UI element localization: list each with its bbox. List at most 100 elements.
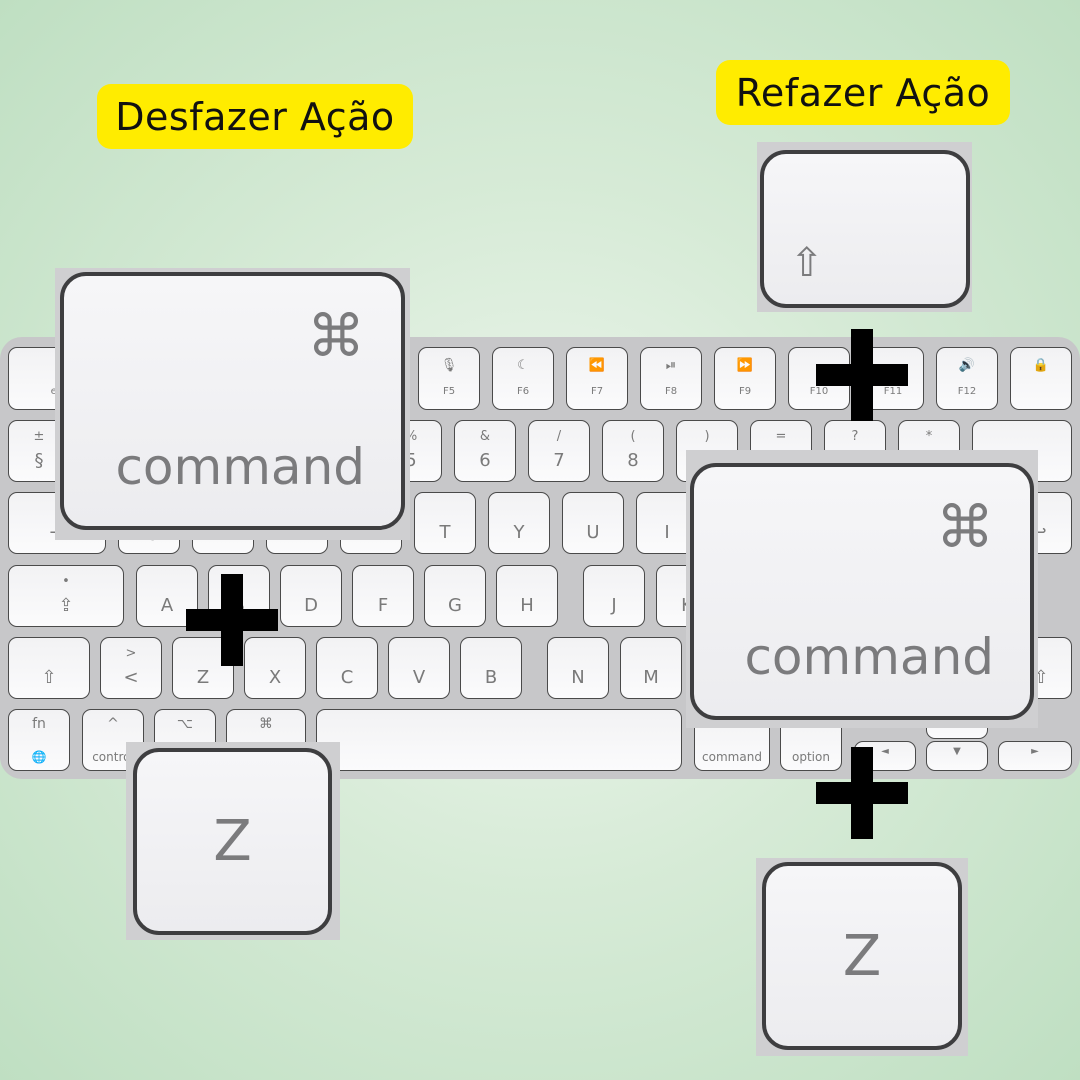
key[interactable]: V xyxy=(388,637,450,699)
key-label: 7 xyxy=(553,450,565,471)
key-label: V xyxy=(412,667,426,688)
key[interactable]: 🎙 F5 xyxy=(418,347,480,410)
key-label: C xyxy=(340,667,354,688)
key-label: ► xyxy=(1031,746,1039,757)
key-sublabel: 🔊 xyxy=(958,358,976,373)
key-label: F9 xyxy=(738,386,752,397)
undo-label: Desfazer Ação xyxy=(97,84,413,149)
plus-icon xyxy=(186,574,278,666)
key-sublabel: 🔒 xyxy=(1032,358,1050,373)
key-sublabel: ⏯ xyxy=(665,358,677,373)
key-sublabel: ( xyxy=(630,429,636,444)
key-label: < xyxy=(123,667,139,688)
command-key-label: command xyxy=(744,628,994,686)
key[interactable]: ► xyxy=(998,741,1072,771)
key-sublabel: ⌘ xyxy=(259,716,273,732)
key[interactable]: >< xyxy=(100,637,162,699)
key-label: M xyxy=(643,667,659,688)
z-key-label: Z xyxy=(842,923,882,989)
key[interactable]: ⏪ F7 xyxy=(566,347,628,410)
key-sublabel: ⏪ xyxy=(588,358,606,373)
shift-icon: ⇧ xyxy=(790,240,824,286)
key-label: 8 xyxy=(627,450,639,471)
big-shift-key: ⇧ xyxy=(760,150,970,308)
key-label: Z xyxy=(196,667,210,688)
key-sublabel: & xyxy=(479,429,491,444)
key[interactable]: •⇪ xyxy=(8,565,124,627)
key-label: U xyxy=(586,522,600,543)
key-sublabel: ? xyxy=(851,429,859,444)
key[interactable]: J xyxy=(583,565,645,627)
key[interactable]: T xyxy=(414,492,476,554)
key-sublabel: = xyxy=(775,429,787,444)
key[interactable]: D xyxy=(280,565,342,627)
key-label: B xyxy=(484,667,498,688)
command-icon: ⌘ xyxy=(307,302,365,370)
key-sublabel: 🎙 xyxy=(440,358,458,373)
key-label: F11 xyxy=(883,386,903,397)
key-label: F xyxy=(377,595,389,616)
key-label: F12 xyxy=(957,386,977,397)
key-label: J xyxy=(611,595,617,616)
key-label: A xyxy=(160,595,174,616)
big-z-key-redo: Z xyxy=(762,862,962,1050)
key-label: F6 xyxy=(516,386,530,397)
key[interactable]: ⏯ F8 xyxy=(640,347,702,410)
key[interactable]: Z xyxy=(172,637,234,699)
key[interactable]: ☾ F6 xyxy=(492,347,554,410)
key[interactable]: G xyxy=(424,565,486,627)
key[interactable]: 🔒 xyxy=(1010,347,1072,410)
command-key-label: command xyxy=(115,438,365,496)
big-command-key-undo: ⌘ command xyxy=(60,272,405,530)
key-sublabel: ⏩ xyxy=(736,358,754,373)
key[interactable]: fn🌐 xyxy=(8,709,70,771)
plus-icon xyxy=(816,747,908,839)
key-label: ◄ xyxy=(881,746,889,757)
key-sublabel: ☾ xyxy=(517,358,529,373)
key[interactable]: 🔊 F12 xyxy=(936,347,998,410)
key[interactable] xyxy=(316,709,682,771)
key[interactable]: ▼ xyxy=(926,741,988,771)
key-label: T xyxy=(439,522,451,543)
key-sublabel: fn xyxy=(32,716,46,732)
key-label: ⇧ xyxy=(41,667,57,688)
big-command-key-redo: ⌘ command xyxy=(690,463,1034,720)
key[interactable]: /7 xyxy=(528,420,590,482)
key-label: 6 xyxy=(479,450,491,471)
key-label: § xyxy=(34,450,44,471)
key[interactable]: ⏩ F9 xyxy=(714,347,776,410)
key[interactable]: X xyxy=(244,637,306,699)
key-sublabel: ) xyxy=(704,429,710,444)
key-label: F7 xyxy=(590,386,604,397)
command-icon: ⌘ xyxy=(936,493,994,561)
key-label: F5 xyxy=(442,386,456,397)
key[interactable]: U xyxy=(562,492,624,554)
key-label: H xyxy=(520,595,534,616)
key-label: D xyxy=(304,595,318,616)
big-z-key-undo: Z xyxy=(133,748,332,935)
key[interactable]: F xyxy=(352,565,414,627)
key[interactable]: C xyxy=(316,637,378,699)
key[interactable]: N xyxy=(547,637,609,699)
key[interactable]: &6 xyxy=(454,420,516,482)
key-label: ▼ xyxy=(953,746,961,757)
plus-icon xyxy=(816,329,908,421)
key-sublabel: ± xyxy=(33,429,45,444)
key-label: Y xyxy=(513,522,525,543)
key-sublabel: * xyxy=(925,429,933,444)
redo-label: Refazer Ação xyxy=(716,60,1010,125)
key[interactable]: H xyxy=(496,565,558,627)
key-sublabel: > xyxy=(125,646,137,661)
key-label: I xyxy=(664,522,670,543)
key[interactable]: M xyxy=(620,637,682,699)
key[interactable]: (8 xyxy=(602,420,664,482)
key[interactable]: B xyxy=(460,637,522,699)
key-label: N xyxy=(571,667,585,688)
key[interactable]: ⇧ xyxy=(8,637,90,699)
key-label: F8 xyxy=(664,386,678,397)
key-label: ⇪ xyxy=(58,595,74,616)
key-label: option xyxy=(792,750,830,764)
z-key-label: Z xyxy=(213,809,252,874)
key[interactable]: Y xyxy=(488,492,550,554)
key-sublabel: ⌥ xyxy=(176,716,194,732)
